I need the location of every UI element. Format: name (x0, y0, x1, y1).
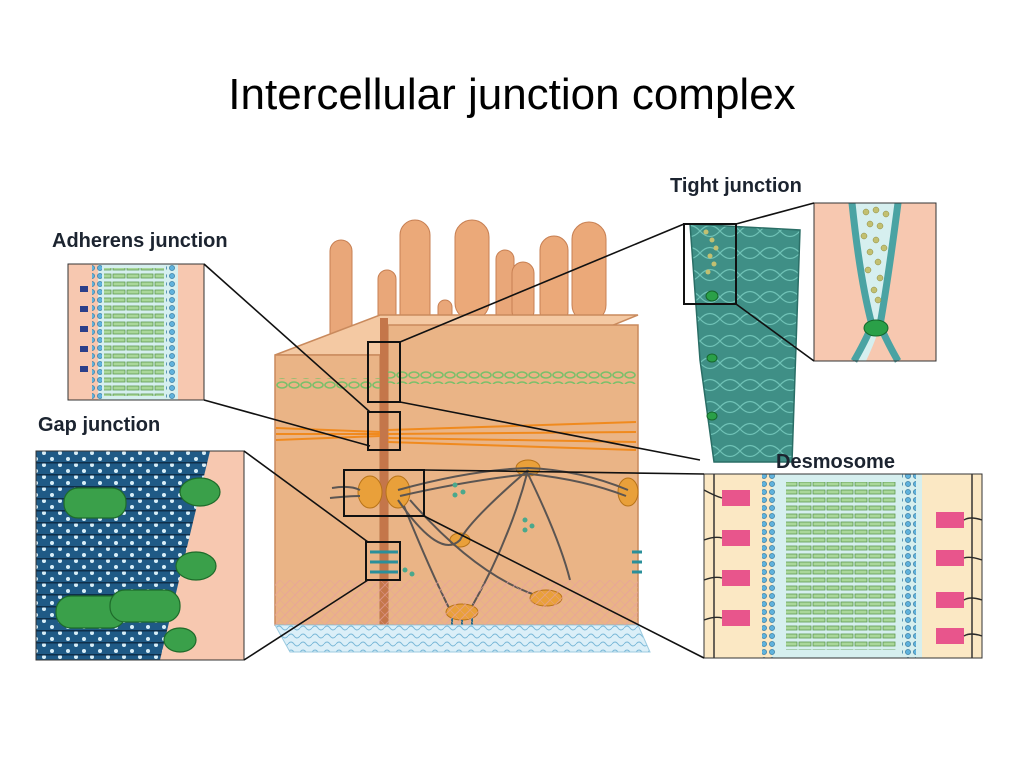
tight-junction-label: Tight junction (670, 175, 802, 197)
desmosome-inset (703, 473, 983, 659)
slide-title: Intercellular junction complex (228, 70, 796, 119)
adherens-inset (67, 263, 205, 401)
desmosome-label: Desmosome (776, 451, 895, 473)
gap-junction-label: Gap junction (38, 414, 161, 436)
connector-lines (203, 202, 815, 661)
cell-block (274, 219, 651, 653)
actin-belt (275, 421, 637, 451)
adherens-junction-label: Adherens junction (52, 230, 228, 252)
tight-strip (683, 223, 801, 463)
desmosome-box (343, 469, 425, 517)
gap-junction-box (365, 541, 401, 581)
adherens-junction-box (367, 411, 401, 451)
microvilli (329, 219, 607, 346)
tight-inset (813, 202, 937, 363)
tight-junction-box (367, 341, 401, 403)
gap-inset (35, 450, 245, 661)
